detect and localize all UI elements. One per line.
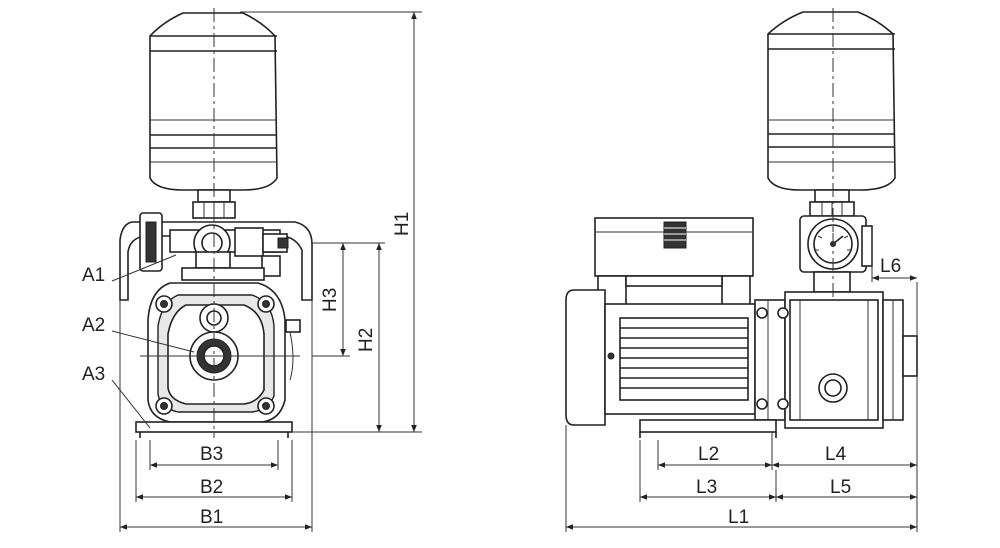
label-l5: L5: [830, 477, 851, 498]
front-pump-casing: [147, 282, 301, 423]
front-view: A1 A2 A3 B3 B2 B1 H3 H2 H1: [82, 8, 422, 532]
side-base: [639, 419, 777, 438]
label-a2: A2: [82, 315, 105, 336]
side-view: L6 L2 L4 L3 L5 L1: [565, 8, 918, 532]
a3-leader: [111, 379, 151, 429]
a2-leader: [111, 330, 195, 353]
label-a3: A3: [82, 364, 105, 385]
label-l6: L6: [880, 256, 901, 277]
label-h1: H1: [392, 212, 413, 236]
a1-leader: [111, 254, 177, 282]
label-b1: B1: [200, 507, 223, 528]
front-controller-housing: [119, 212, 313, 301]
label-l3: L3: [696, 477, 717, 498]
label-b2: B2: [200, 477, 223, 498]
label-h2: H2: [356, 328, 377, 352]
side-pressure-tank: [767, 11, 896, 191]
label-h3: H3: [320, 288, 341, 312]
label-l4: L4: [825, 444, 847, 465]
label-l1: L1: [728, 507, 749, 528]
side-motor: [565, 289, 756, 426]
label-b3: B3: [200, 444, 223, 465]
side-pump-body: [754, 291, 918, 429]
side-tank-connector: [809, 189, 855, 217]
label-l2: L2: [698, 444, 719, 465]
label-a1: A1: [82, 265, 105, 286]
side-pressure-gauge: [799, 215, 873, 293]
side-controller: [594, 217, 754, 313]
